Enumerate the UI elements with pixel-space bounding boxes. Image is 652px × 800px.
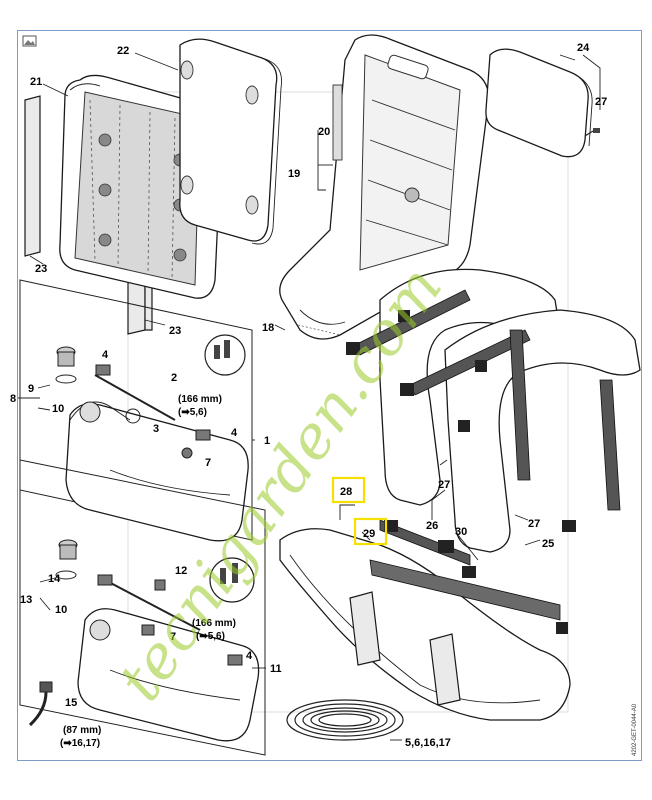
hose-fitting-15 [28,681,53,727]
callout-14: 14 [48,573,61,585]
foam-strip-21 [24,95,41,257]
valve-fitting-icon-2 [209,557,255,603]
callout-22: 22 [117,45,129,57]
callout-4-b: 4 [231,427,238,439]
callout-5-6-16-17: 5,6,16,17 [405,737,451,749]
hose-coil [286,699,404,741]
callout-12: 12 [175,565,187,577]
measure-ref-5-6-1: (➡5,6) [178,407,207,418]
callout-24: 24 [577,42,590,54]
callout-30: 30 [455,526,467,538]
callout-4-c: 4 [246,650,253,662]
callout-27-c: 27 [528,518,540,530]
callout-10-a: 10 [52,403,64,415]
shoulder-straps-26 [346,268,641,553]
callout-8: 8 [10,393,16,405]
lumbar-pad-24 [485,48,600,158]
tank-assembly-1 [19,279,253,542]
callout-18: 18 [262,322,274,334]
callout-19: 19 [288,168,300,180]
measure-87mm: (87 mm) [63,725,101,736]
hip-belt [279,519,571,721]
cap-icon-2 [55,539,78,580]
callout-29: 29 [363,528,375,540]
measure-166mm-2: (166 mm) [192,618,236,629]
cap-icon [55,346,77,384]
callout-9: 9 [28,383,34,395]
back-cushion-22 [179,38,283,245]
callout-23-bottom: 23 [169,325,181,337]
callout-7-b: 7 [170,631,176,643]
measurement-notes: (166 mm) (➡5,6) (166 mm) (➡5,6) (87 mm) … [60,394,236,749]
callout-27-b: 27 [438,479,450,491]
measure-166mm-1: (166 mm) [178,394,222,405]
callout-13: 13 [20,594,32,606]
callout-3: 3 [153,423,159,435]
callout-11: 11 [270,663,282,675]
callout-26: 26 [426,520,438,532]
callout-7-a: 7 [205,457,211,469]
callout-27-a: 27 [595,96,607,108]
callout-20: 20 [318,126,330,138]
callout-2: 2 [171,372,177,384]
callout-4-a: 4 [102,349,109,361]
valve-fitting-icon [204,334,246,376]
highlight-28 [331,476,366,504]
callout-23-top: 23 [35,263,47,275]
callout-21: 21 [30,76,42,88]
callout-10-b: 10 [55,604,67,616]
image-code: 4202-GET-0044-A0 [632,703,638,756]
measure-ref-16-17: (➡16,17) [60,738,100,749]
measure-ref-5-6-2: (➡5,6) [196,631,225,642]
callout-labels: 21 22 23 23 24 27 20 19 18 4 2 8 9 10 3 … [10,42,607,749]
leader-lines [18,52,601,741]
image-icon [22,35,37,47]
callout-1: 1 [264,435,270,447]
highlight-29 [353,517,388,546]
callout-28: 28 [340,486,352,498]
callout-25: 25 [542,538,554,550]
tank-assembly-11 [19,459,266,756]
callout-15: 15 [65,697,77,709]
screw-icon [584,128,600,137]
